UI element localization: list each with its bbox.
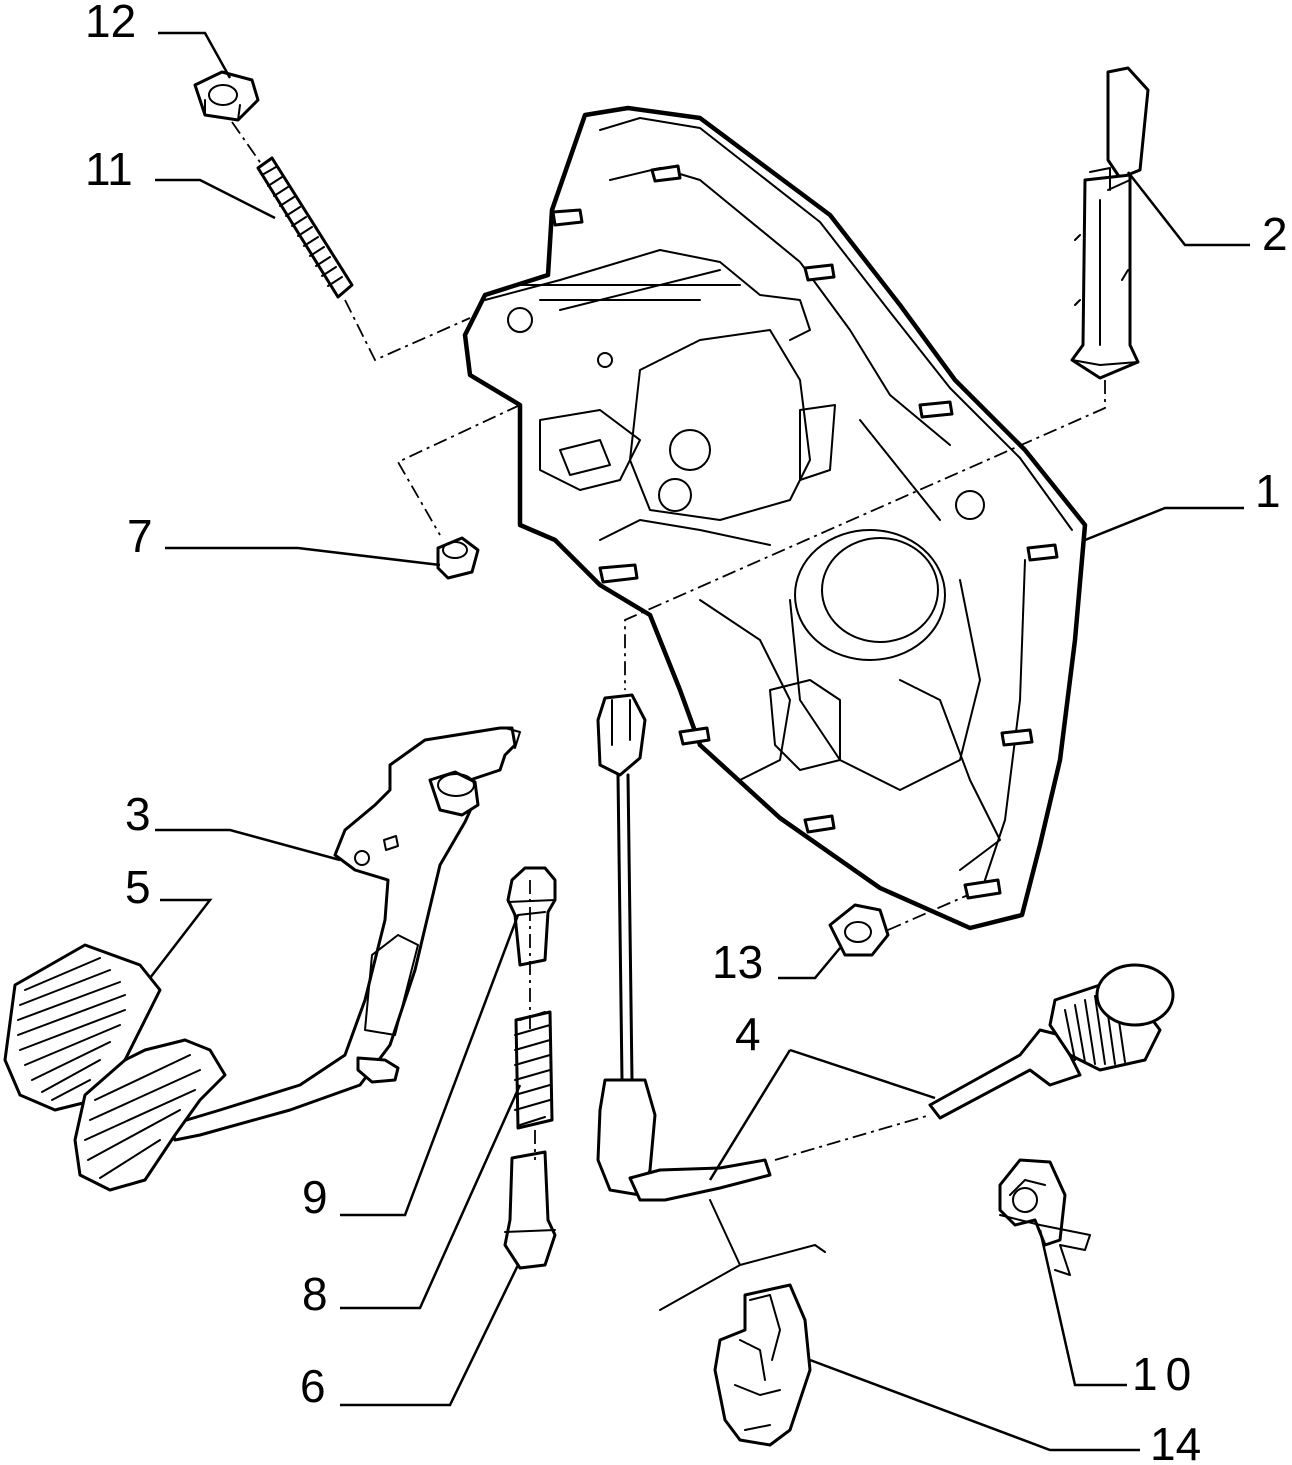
part-4-cable bbox=[596, 693, 1175, 1202]
part-11-threaded-stud bbox=[256, 156, 354, 299]
callout-2: 2 bbox=[1262, 208, 1288, 260]
callout-10: 10 bbox=[1132, 1348, 1199, 1400]
callout-6: 6 bbox=[300, 1360, 326, 1412]
callout-4: 4 bbox=[735, 1008, 761, 1060]
part-7-bushing bbox=[436, 536, 480, 580]
part-1-pedal-bracket bbox=[462, 105, 1088, 931]
assembly-axis-lines bbox=[231, 121, 1106, 1311]
part-3-pedal-arm bbox=[168, 726, 521, 1142]
callout-14: 14 bbox=[1150, 1418, 1201, 1465]
callout-3: 3 bbox=[125, 788, 151, 840]
callout-11: 11 bbox=[85, 143, 133, 195]
part-10-spring-clip bbox=[998, 1158, 1091, 1276]
callout-13: 13 bbox=[712, 936, 763, 988]
part-12-nut bbox=[193, 70, 260, 122]
part-9-pin bbox=[506, 866, 557, 967]
callout-labels: 1 2 3 4 5 6 7 8 9 10 11 12 13 14 bbox=[85, 0, 1288, 1465]
part-6-plunger bbox=[503, 1150, 557, 1270]
part-13-flange-nut bbox=[828, 903, 890, 957]
callout-1: 1 bbox=[1255, 465, 1281, 517]
part-8-spring bbox=[514, 1010, 554, 1130]
callout-5: 5 bbox=[125, 861, 151, 913]
callout-9: 9 bbox=[302, 1171, 328, 1223]
callout-8: 8 bbox=[302, 1268, 328, 1320]
callout-12: 12 bbox=[85, 0, 136, 47]
leader-lines bbox=[149, 31, 1250, 1452]
part-14-cable-end-bracket bbox=[713, 1283, 812, 1447]
part-5-pedal-pads bbox=[3, 943, 227, 1192]
bracket-studs bbox=[551, 164, 1059, 900]
callout-7: 7 bbox=[127, 510, 153, 562]
part-2-guide-clip bbox=[1070, 66, 1150, 380]
